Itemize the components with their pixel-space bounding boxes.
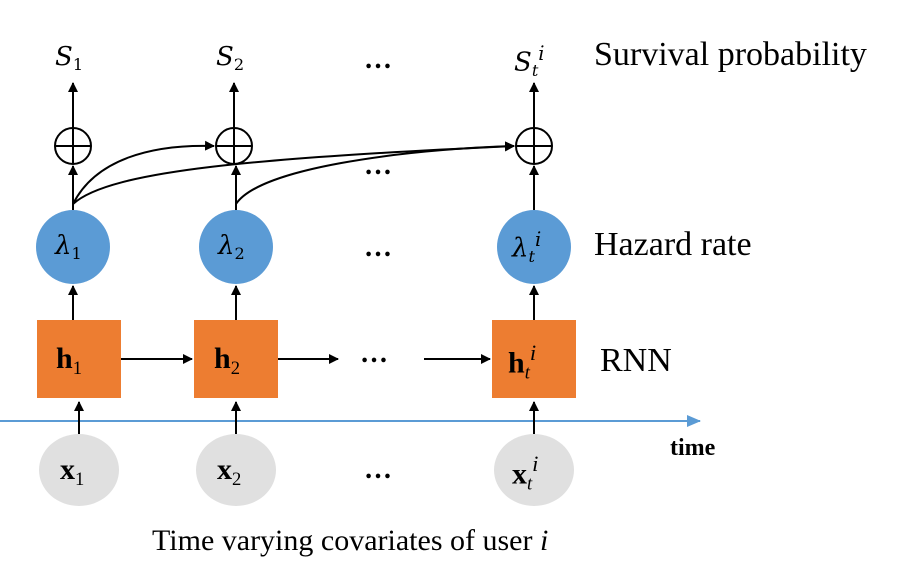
rnn-node-3	[492, 320, 576, 398]
sum-ellipsis: …	[364, 150, 393, 181]
circled-plus-icon	[215, 127, 253, 165]
rnn-node-2	[194, 320, 278, 398]
rnn-label-2: h2	[214, 342, 240, 379]
input-node-3	[494, 434, 574, 506]
hazard-node-1	[36, 210, 110, 284]
curve-l1-sum2	[72, 140, 215, 205]
rnn-label-1: h1	[56, 342, 82, 379]
circled-plus-icon	[54, 127, 92, 165]
input-label-3: xti	[512, 451, 539, 495]
survival-layer-label: Survival probability	[594, 36, 867, 73]
curve-l1-sum3	[72, 141, 515, 205]
input-node-1	[39, 434, 119, 506]
time-axis-label: time	[670, 435, 716, 461]
survival-ellipsis: …	[364, 44, 393, 75]
hazard-label-3: λti	[512, 228, 542, 266]
input-label-2: x2	[217, 453, 242, 490]
hazard-layer-label: Hazard rate	[594, 226, 752, 263]
rnn-node-1	[37, 320, 121, 398]
survival-label-3: Sti	[514, 42, 545, 80]
hazard-label-1: λ1	[55, 231, 82, 264]
caption-variable: i	[539, 524, 549, 557]
figure-caption: Time varying covariates of user i	[152, 524, 549, 557]
survival-label-2: S2	[216, 42, 245, 75]
rnn-label-3: hti	[508, 340, 537, 384]
rnn-layer-label: RNN	[600, 342, 672, 379]
input-ellipsis: …	[364, 454, 393, 485]
input-node-2	[196, 434, 276, 506]
hazard-node-3	[497, 210, 571, 284]
hazard-node-2	[199, 210, 273, 284]
survival-label-1: S1	[55, 42, 84, 75]
curve-l2-sum3	[235, 141, 515, 205]
input-label-1: x1	[60, 453, 85, 490]
hazard-label-2: λ2	[218, 231, 245, 264]
hazard-ellipsis: …	[364, 232, 393, 263]
circled-plus-icon	[515, 127, 553, 165]
rnn-ellipsis: …	[360, 338, 389, 369]
